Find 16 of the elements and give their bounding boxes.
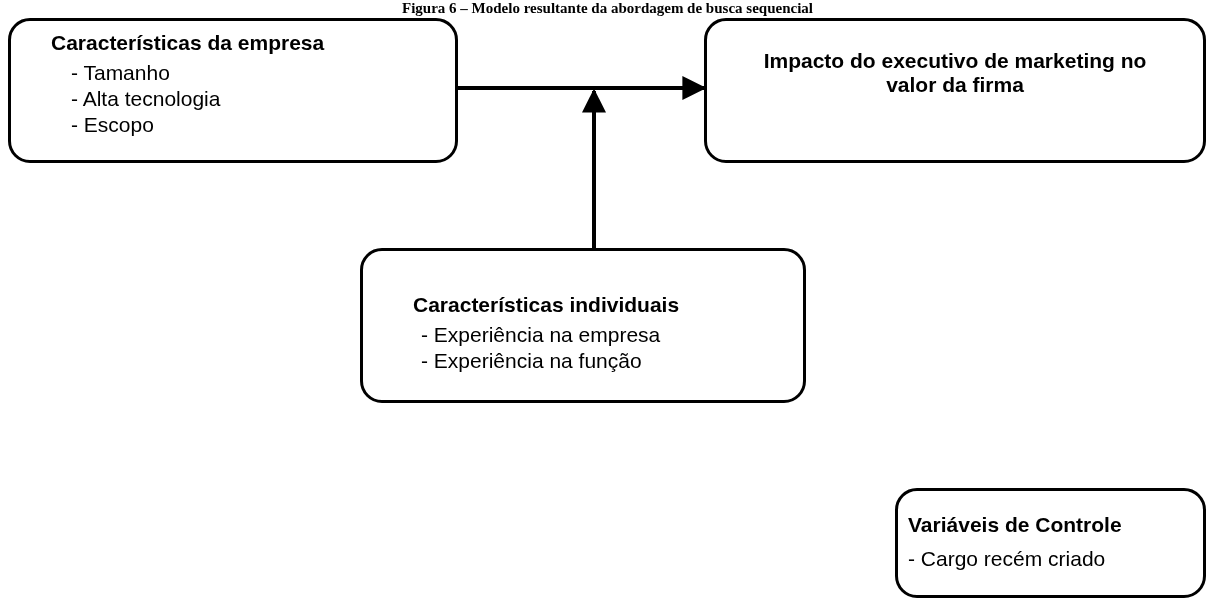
box-title: Impacto do executivo de marketing no valor da firma <box>762 49 1148 97</box>
arrow <box>582 88 606 248</box>
box-heading: Variáveis de Controle <box>908 513 1122 537</box>
box-heading: Características individuais <box>413 293 680 317</box>
rounded-box <box>8 18 458 163</box>
list-item: - Alta tecnologia <box>71 87 221 111</box>
figure-title: Figura 6 – Modelo resultante da abordagem de busca sequencial <box>401 0 814 16</box>
list-item: - Experiência na função <box>421 349 642 373</box>
rounded-box <box>360 248 806 403</box>
box-heading: Características da empresa <box>51 31 325 55</box>
list-item: - Escopo <box>71 113 154 137</box>
rounded-box <box>895 488 1206 598</box>
rounded-box <box>704 18 1206 163</box>
list-item: - Cargo recém criado <box>908 547 1106 571</box>
list-item: - Tamanho <box>71 61 170 85</box>
list-item: - Experiência na empresa <box>421 323 661 347</box>
